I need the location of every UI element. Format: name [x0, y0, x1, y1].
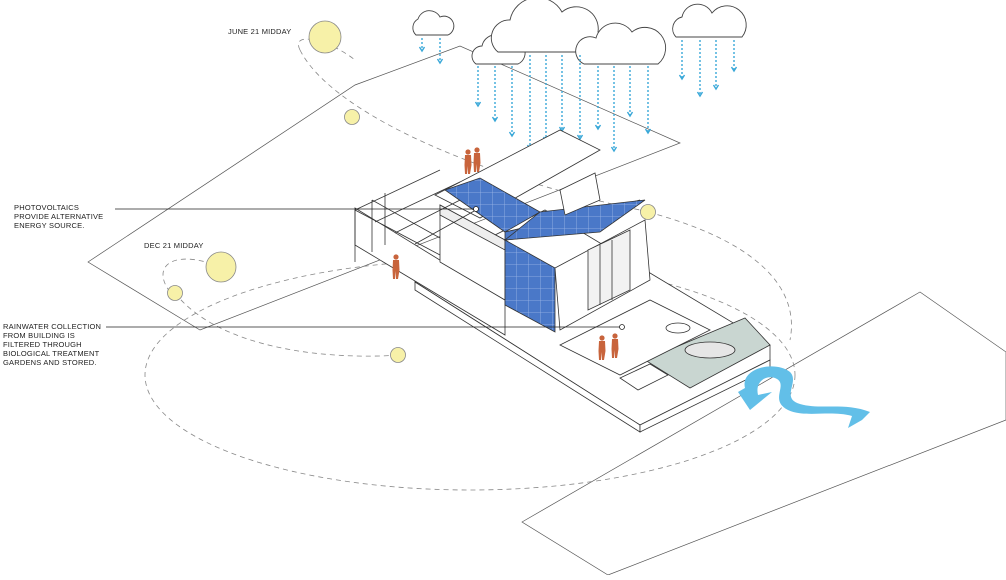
- sun-june: [308, 20, 342, 54]
- sun-winter-small: [167, 285, 183, 301]
- rain-drop-head: [436, 58, 444, 65]
- label-dec-midday: DEC 21 MIDDAY: [144, 241, 204, 250]
- garden-pond: [684, 341, 736, 359]
- south-site-plane: [521, 291, 1006, 576]
- courtyard-planter: [665, 322, 691, 334]
- pv-roof-mid: [503, 199, 646, 241]
- sun-summer-small: [344, 109, 360, 125]
- clouds: [412, 0, 747, 65]
- winter-sun-path: [162, 258, 216, 293]
- rain-line-4: BIOLOGICAL TREATMENT: [3, 349, 100, 358]
- site-orbit: [144, 259, 796, 491]
- cloud-large: [490, 0, 604, 53]
- person-figure: [392, 254, 400, 279]
- rain-leader-dot: [619, 324, 625, 330]
- clerestory: [559, 172, 601, 216]
- rain-drop-head: [491, 116, 499, 123]
- pv-leader-dot: [473, 206, 479, 212]
- rain-line-3: FILTERED THROUGH: [3, 340, 82, 349]
- sun-path-east: [639, 209, 792, 341]
- pv-line-3: ENERGY SOURCE.: [14, 221, 85, 230]
- sun-on-roof: [640, 204, 656, 220]
- rain-drop-head: [696, 91, 704, 98]
- rain-drop-head: [644, 128, 652, 135]
- rain-drop-head: [594, 124, 602, 131]
- sun-december: [205, 251, 237, 283]
- pv-line-1: PHOTOVOLTAICS: [14, 203, 80, 212]
- rain-line-1: RAINWATER COLLECTION: [3, 322, 102, 331]
- rain-drop-head: [626, 111, 634, 118]
- person-figure: [598, 335, 606, 360]
- rain-drop-head: [610, 146, 618, 153]
- rain-line-2: FROM BUILDING IS: [3, 331, 75, 340]
- pv-wall: [504, 239, 556, 333]
- rain-drop-head: [418, 46, 426, 53]
- label-june-midday: JUNE 21 MIDDAY: [228, 27, 292, 36]
- site-planes: [87, 45, 1006, 576]
- person-figure: [473, 147, 481, 172]
- people: [392, 147, 619, 360]
- east-glazing: [587, 229, 631, 311]
- person-figure: [464, 149, 472, 174]
- north-site-plane: [87, 45, 681, 331]
- water-flow-arrow: [738, 366, 870, 428]
- house: [354, 129, 771, 433]
- leader-lines: [106, 206, 625, 330]
- rain-drop-head: [712, 84, 720, 91]
- rain-drop-head: [474, 101, 482, 108]
- person-figure: [611, 333, 619, 358]
- cloud-right: [575, 22, 667, 65]
- rain-drop-head: [730, 66, 738, 73]
- winter-sun-path-low: [174, 292, 401, 357]
- pergola: [354, 169, 486, 262]
- rain-drop-head: [576, 134, 584, 141]
- courtyard: [559, 299, 711, 376]
- rain-drop-head: [508, 131, 516, 138]
- cloud-far-right: [672, 3, 747, 38]
- storage-tank: [619, 363, 669, 391]
- rain-drop-head: [678, 74, 686, 81]
- label-rainwater: RAINWATER COLLECTION FROM BUILDING IS FI…: [3, 322, 101, 367]
- pv-line-2: PROVIDE ALTERNATIVE: [14, 212, 104, 221]
- label-photovoltaics: PHOTOVOLTAICS PROVIDE ALTERNATIVE ENERGY…: [14, 203, 103, 230]
- suns: [167, 20, 656, 363]
- sun-winter-low: [390, 347, 406, 363]
- cloud-small-left: [412, 10, 455, 36]
- rain-line-5: GARDENS AND STORED.: [3, 358, 97, 367]
- rain-drops: [418, 38, 738, 153]
